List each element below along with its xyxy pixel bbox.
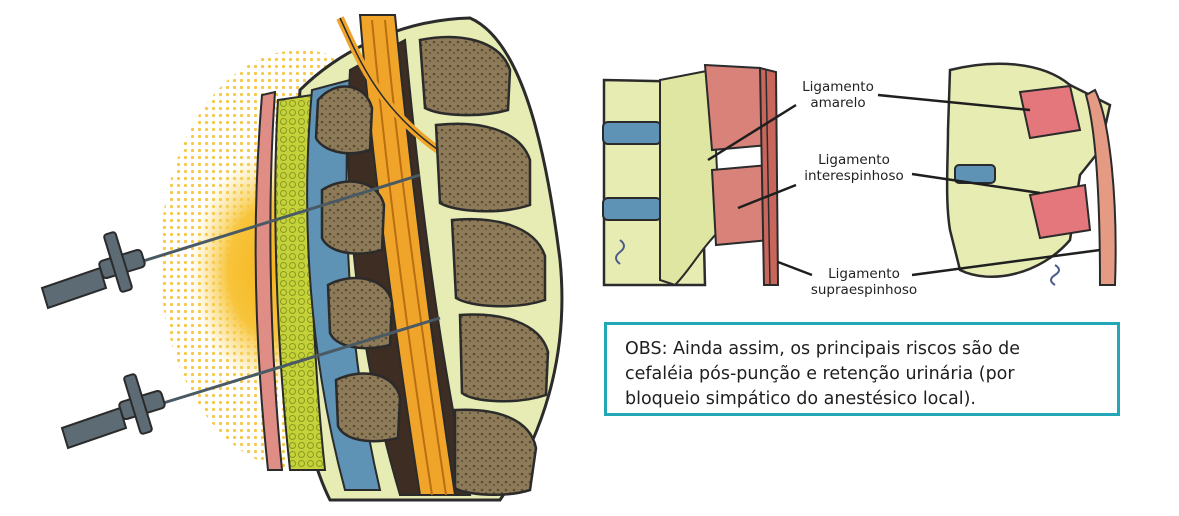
obs-note-line: bloqueio simpático do anestésico local). [625,389,976,409]
sagittal-spine-illustration [40,14,564,502]
label-ligamento-interespinhoso: Ligamento interespinhoso [804,152,904,184]
obs-note-box: OBS: Ainda assim, os principais riscos s… [604,322,1120,416]
label-ligamento-amarelo: Ligamento amarelo [802,79,874,111]
obs-note-line: cefaléia pós-punção e retenção urinária … [625,364,1015,384]
spinal-needle-upper [40,173,421,310]
obs-note-line: OBS: Ainda assim, os principais riscos s… [625,339,1021,359]
label-ligamento-supraespinhoso: Ligamento supraespinhoso [810,266,918,298]
ligament-lateral-illustration [602,62,1117,287]
spinal-needle-lower [60,316,441,450]
